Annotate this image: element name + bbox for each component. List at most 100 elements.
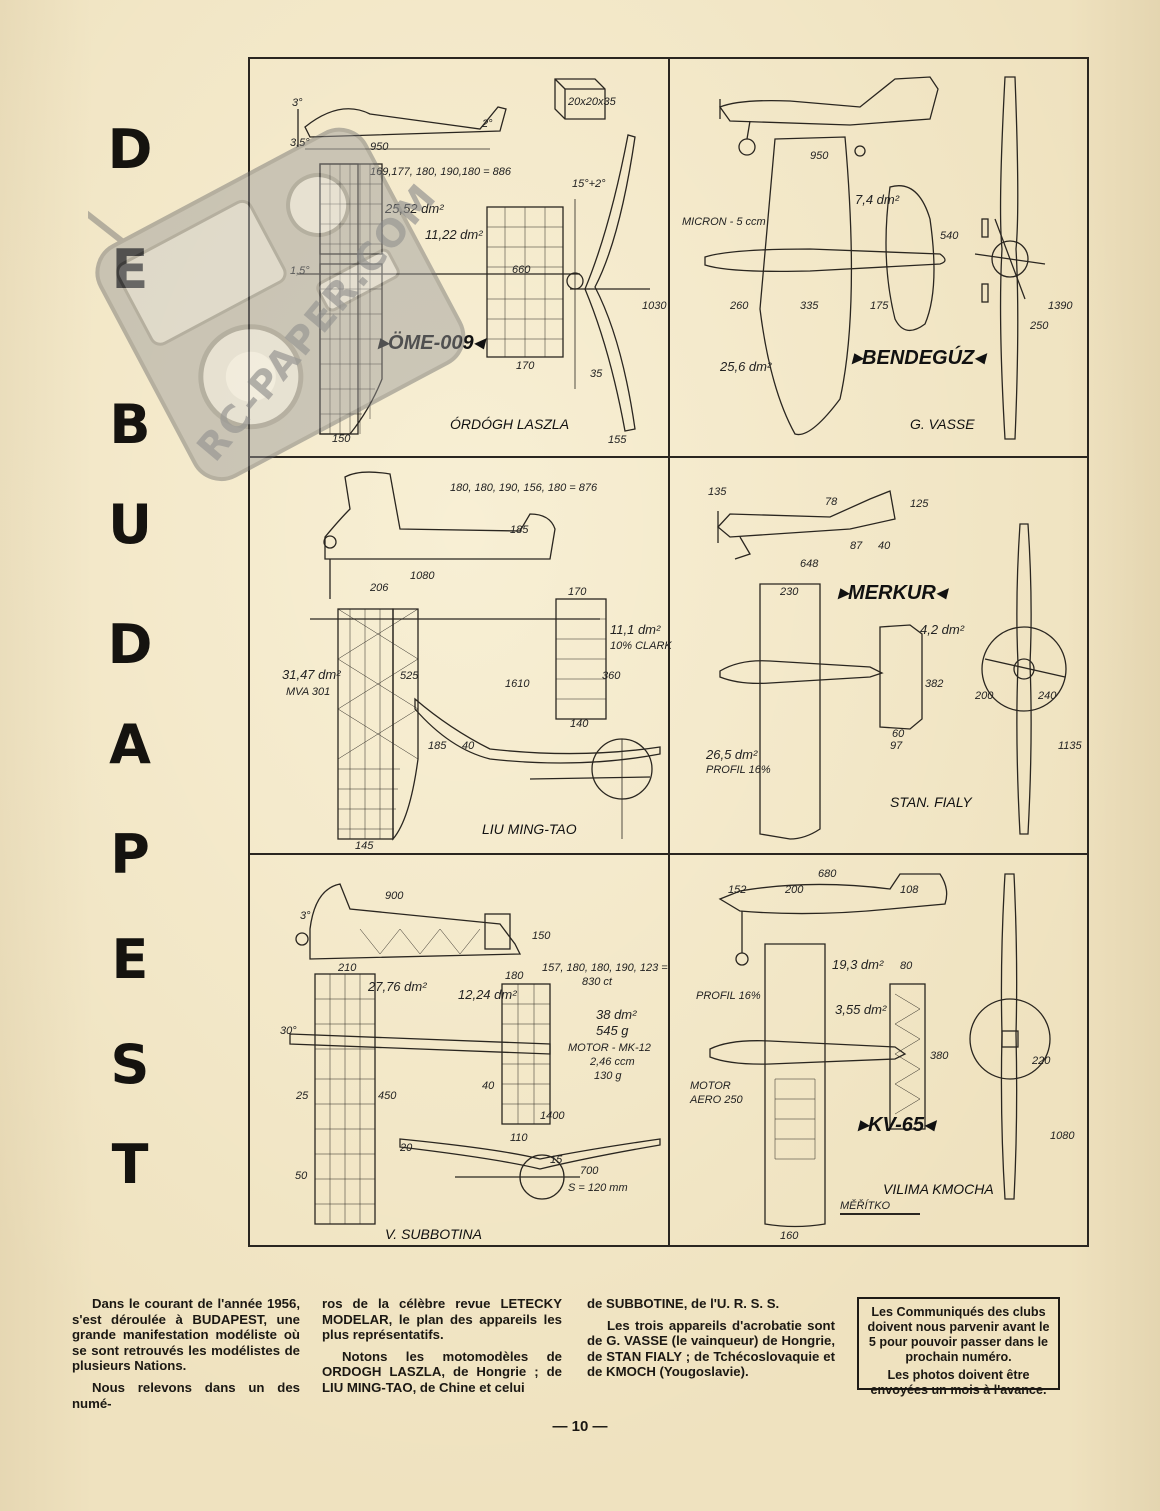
title-letter: U [108,493,152,556]
svg-text:830 ct: 830 ct [582,976,613,988]
plan-merkur [717,490,1067,840]
article-column-1: Dans le courant de l'année 1956, s'est d… [72,1296,300,1417]
svg-text:540: 540 [940,230,959,242]
svg-text:40: 40 [462,740,475,752]
paragraph: Notons les motomodèles de ORDOGH LASZLA,… [322,1348,562,1395]
page-number: — 10 — [552,1418,608,1435]
svg-text:450: 450 [378,1090,397,1102]
svg-text:3°: 3° [300,910,311,922]
svg-text:230: 230 [779,586,799,598]
svg-text:50: 50 [295,1170,308,1182]
svg-text:220: 220 [1031,1055,1051,1067]
paragraph: Nous relevons dans un des numé- [72,1379,300,1411]
svg-text:180, 180, 190, 156, 180 = 876: 180, 180, 190, 156, 180 = 876 [450,482,598,494]
svg-text:157, 180, 180, 190, 123 =: 157, 180, 180, 190, 123 = [542,962,668,974]
paragraph: ros de la célèbre revue LETECKY MODELAR,… [322,1296,562,1343]
svg-text:25,6 dm²: 25,6 dm² [719,359,772,374]
svg-text:PROFIL 16%: PROFIL 16% [696,990,761,1002]
svg-text:40: 40 [878,540,891,552]
paragraph: Dans le courant de l'année 1956, s'est d… [72,1296,300,1374]
svg-text:110: 110 [510,1132,528,1144]
svg-text:250: 250 [1029,320,1049,332]
svg-text:19,3 dm²: 19,3 dm² [832,957,884,972]
model-author: LIU MING-TAO [482,821,577,837]
vertical-title: D E B U D A P E S T [95,120,165,1200]
article-column-2: ros de la célèbre revue LETECKY MODELAR,… [322,1296,562,1402]
svg-text:26,5 dm²: 26,5 dm² [705,747,758,762]
notice-text: Les photos doivent être envoyées un mois… [870,1368,1047,1397]
svg-text:382: 382 [925,678,943,690]
svg-text:152: 152 [728,884,746,896]
svg-text:60: 60 [892,728,905,740]
svg-text:648: 648 [800,558,819,570]
svg-text:4,2 dm²: 4,2 dm² [920,622,965,637]
svg-text:1400: 1400 [540,1110,565,1122]
svg-text:680: 680 [818,868,837,880]
svg-text:AERO 250: AERO 250 [689,1094,743,1106]
model-name: ▸MERKUR◂ [837,582,950,604]
plan-kv-65 [709,873,1051,1228]
svg-text:206: 206 [369,582,389,594]
title-letter: D [107,613,153,676]
svg-text:335: 335 [800,300,819,312]
svg-text:MOTOR - MK-12: MOTOR - MK-12 [568,1042,651,1054]
notice-box: Les Communiqués des clubs doivent nous p… [857,1297,1060,1397]
paragraph: de SUBBOTINE, de l'U. R. S. S. [587,1296,780,1311]
svg-text:12,24 dm²: 12,24 dm² [458,987,517,1002]
svg-text:1080: 1080 [1050,1130,1075,1142]
svg-text:950: 950 [370,141,389,153]
svg-text:78: 78 [825,496,838,508]
title-letter: D [107,118,153,181]
svg-text:700: 700 [580,1165,599,1177]
svg-text:950: 950 [810,150,829,162]
model-name: ▸ÖME-009◂ [377,331,488,354]
title-letter: A [109,713,151,776]
svg-text:10% CLARK: 10% CLARK [610,640,672,652]
model-name: ▸KV-65◂ [857,1114,938,1136]
title-letter: E [111,928,149,991]
svg-text:25,52 dm²: 25,52 dm² [384,201,444,216]
svg-text:150: 150 [532,930,551,942]
svg-text:525: 525 [400,670,419,682]
svg-text:160: 160 [780,1230,799,1242]
model-name: ▸BENDEGÚZ◂ [851,345,988,369]
svg-text:35: 35 [590,368,603,380]
svg-text:2,46 ccm: 2,46 ccm [589,1056,635,1068]
svg-text:15°+2°: 15°+2° [572,178,606,190]
svg-text:155: 155 [608,434,627,446]
paragraph: Les trois appareils d'acrobatie sont de … [587,1317,835,1380]
svg-text:185: 185 [428,740,447,752]
svg-text:210: 210 [337,962,357,974]
svg-text:40: 40 [482,1080,495,1092]
svg-text:140: 140 [570,718,589,730]
svg-text:150: 150 [332,433,351,445]
svg-text:MOTOR: MOTOR [690,1080,731,1092]
svg-text:1390: 1390 [1048,300,1073,312]
svg-text:3,55 dm²: 3,55 dm² [835,1002,887,1017]
svg-text:97: 97 [890,740,903,752]
title-letter: E [95,240,165,300]
notice-text: Les Communiqués des clubs doivent nous p… [867,1305,1050,1364]
svg-text:135: 135 [708,486,727,498]
svg-text:MVA 301: MVA 301 [286,686,330,698]
model-author: ÓRDÓGH LASZLA [450,416,569,432]
plans-drawing: 950 169,177, 180, 190,180 = 886 25,52 dm… [250,59,1087,1245]
svg-text:MICRON - 5 ccm: MICRON - 5 ccm [682,216,766,228]
plan-merkur-labels: 135 78 125 87 40 648 230 4,2 dm² 382 200… [705,486,1083,810]
svg-text:87: 87 [850,540,863,552]
svg-text:31,47 dm²: 31,47 dm² [282,667,341,682]
svg-text:260: 260 [729,300,749,312]
svg-text:1610: 1610 [505,678,530,690]
model-author: V. SUBBOTINA [385,1226,482,1242]
title-letter: B [109,393,151,456]
svg-text:240: 240 [1037,690,1057,702]
svg-text:169,177, 180, 190,180 = 886: 169,177, 180, 190,180 = 886 [370,166,512,178]
plan-ome-009-labels: 950 169,177, 180, 190,180 = 886 25,52 dm… [290,96,667,446]
svg-text:170: 170 [568,586,587,598]
plan-liu-ming-tao-labels: 180, 180, 190, 156, 180 = 876 185 1080 2… [282,482,672,852]
svg-text:660: 660 [512,264,531,276]
svg-text:1080: 1080 [410,570,435,582]
svg-text:MĚŘÍTKO: MĚŘÍTKO [840,1199,891,1212]
svg-text:180: 180 [505,970,524,982]
